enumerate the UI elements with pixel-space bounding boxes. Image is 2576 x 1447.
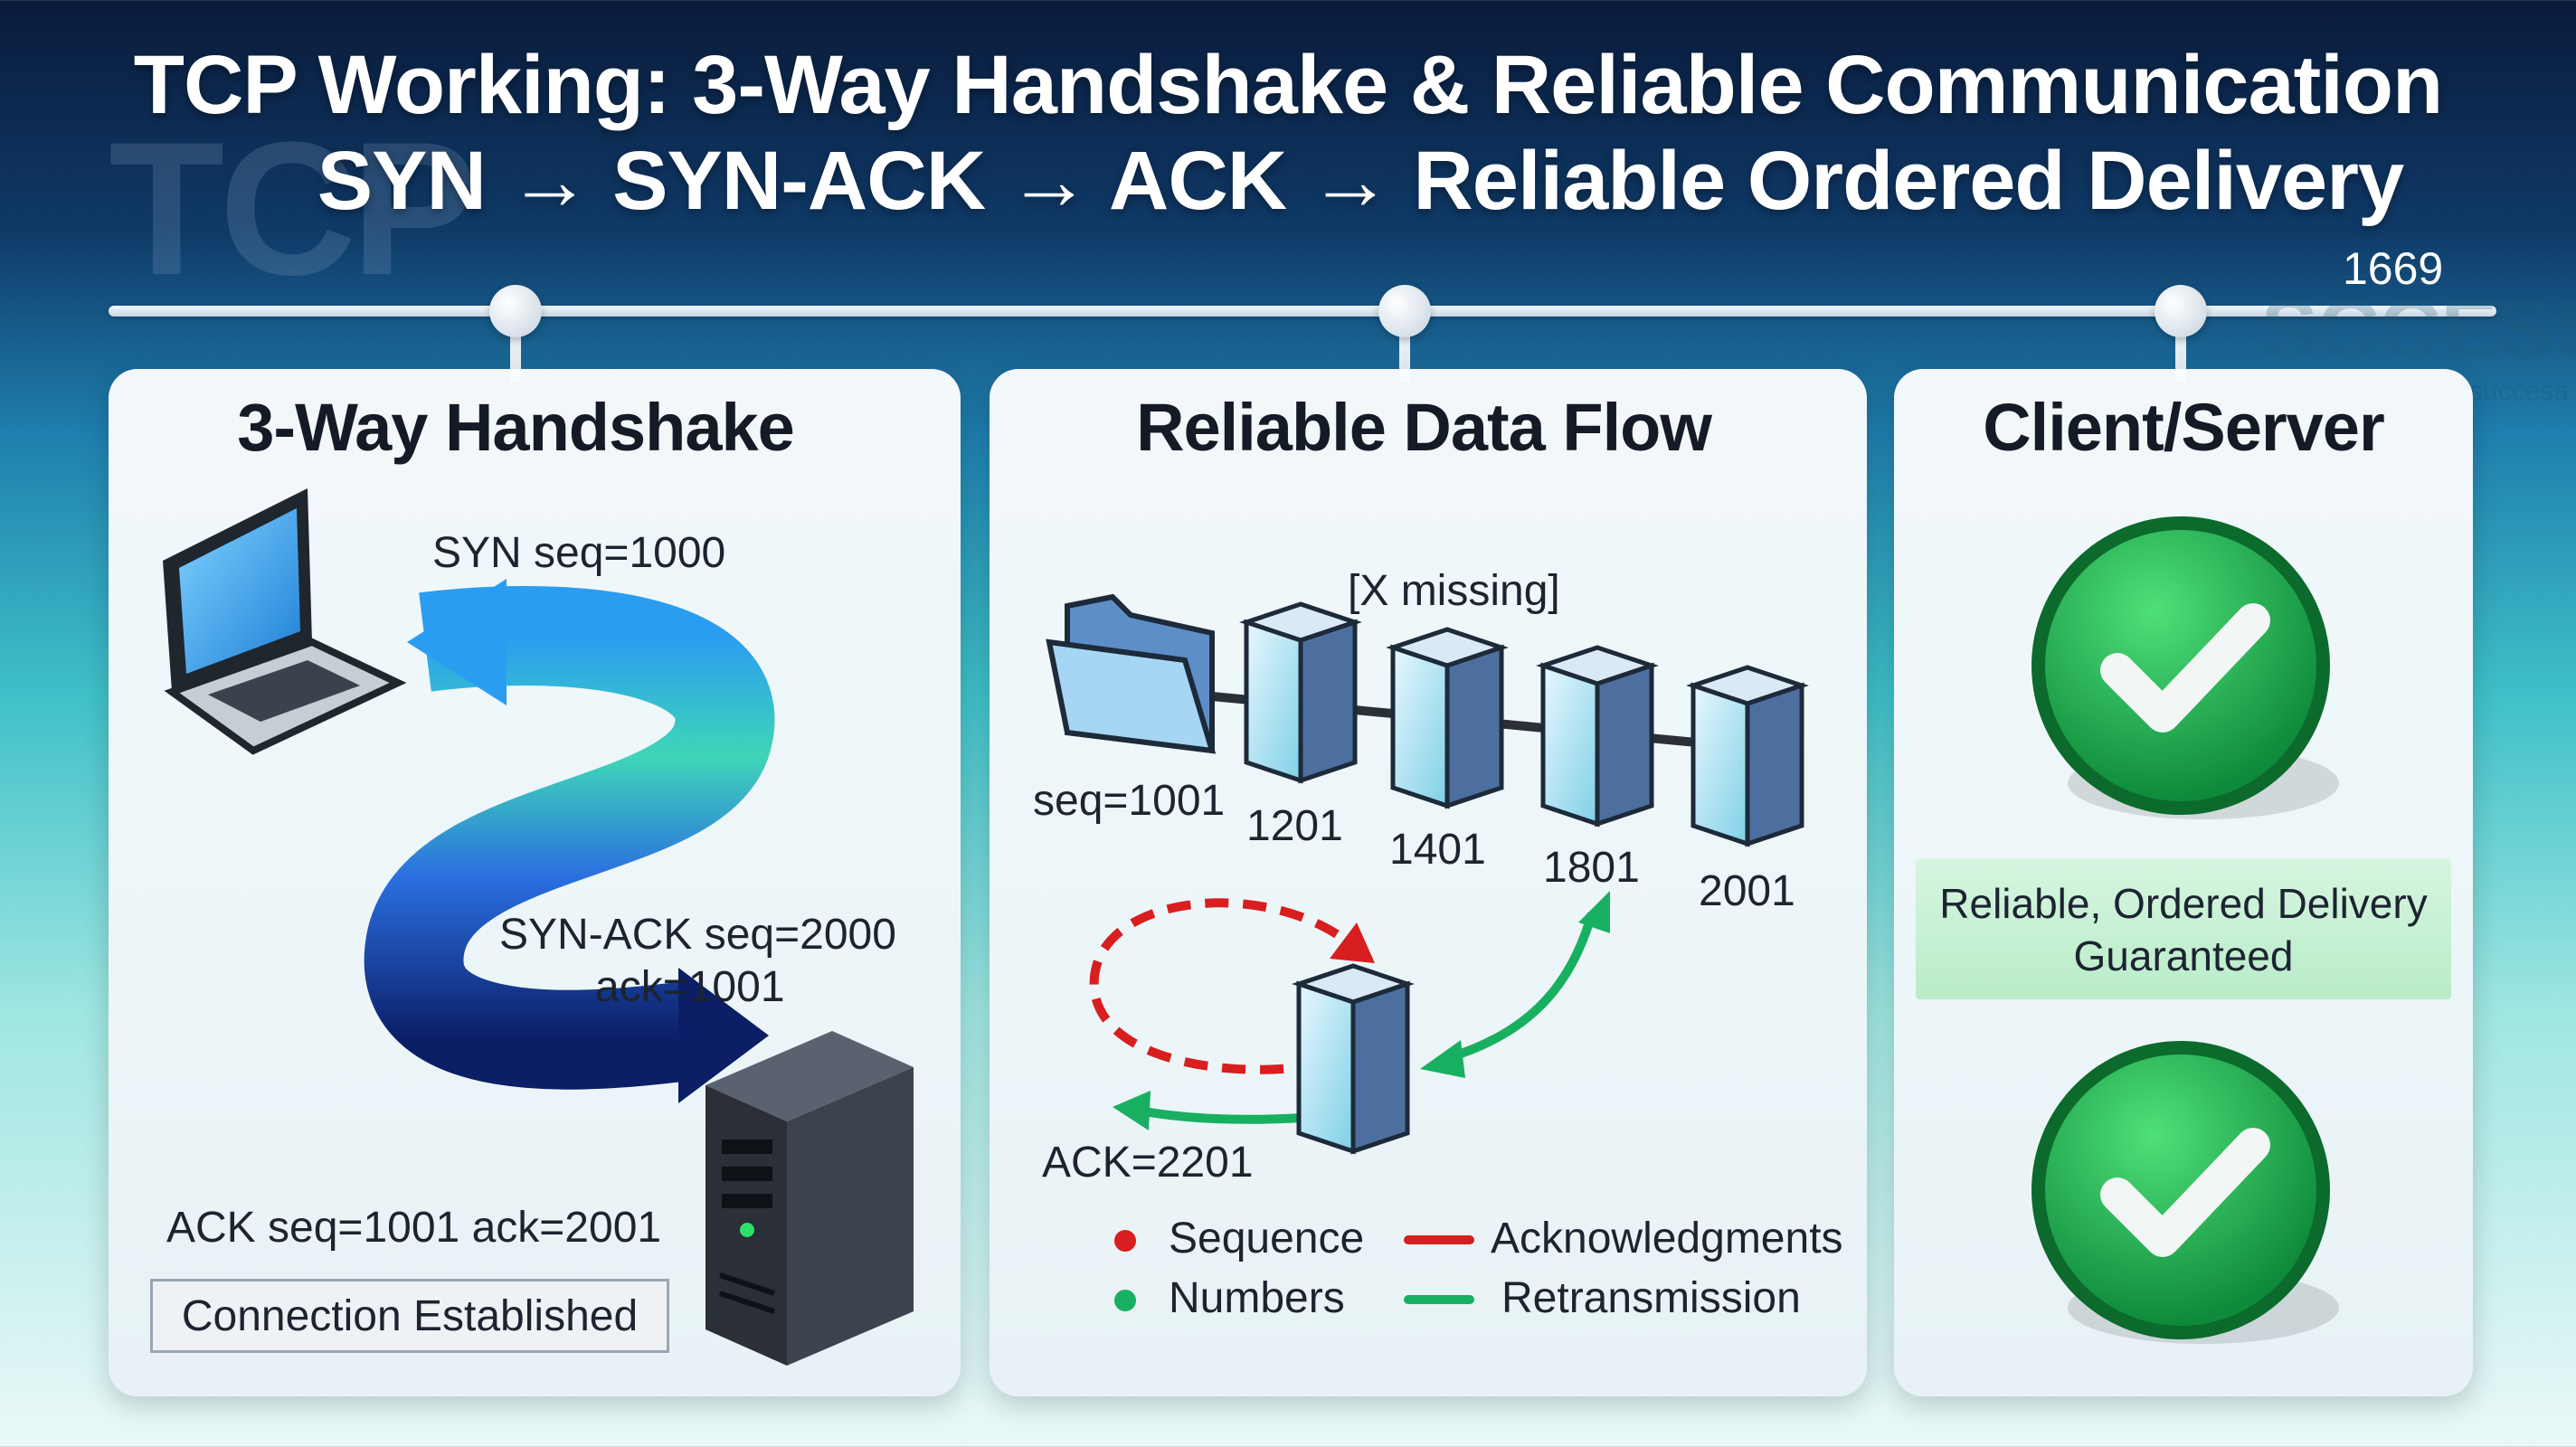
segment-1201 bbox=[1239, 601, 1362, 784]
legend-line-green bbox=[1404, 1295, 1474, 1304]
laptop-icon bbox=[163, 488, 407, 755]
segment-label-1: seq=1001 bbox=[1033, 777, 1226, 825]
dataflow-title: Reliable Data Flow bbox=[1136, 390, 1712, 465]
folder-icon bbox=[1046, 593, 1217, 754]
synack-label: SYN-ACK seq=2000 bbox=[499, 911, 896, 959]
ghost-success-small: succesa bbox=[2469, 376, 2570, 406]
retransmit-segment bbox=[1292, 963, 1415, 1155]
connection-established-box: Connection Established bbox=[150, 1279, 669, 1353]
handshake-title: 3-Way Handshake bbox=[237, 390, 795, 465]
segment-label-5: 2001 bbox=[1699, 867, 1795, 915]
ghost-success-text: SCCESS bbox=[2261, 281, 2576, 376]
page-title: TCP Working: 3-Way Handshake & Reliable … bbox=[133, 39, 2443, 131]
segment-label-4: 1801 bbox=[1543, 844, 1640, 892]
legend-dot-red bbox=[1114, 1230, 1136, 1252]
timeline-node-dataflow bbox=[1378, 285, 1431, 337]
synack-ack-label: ack=1001 bbox=[595, 963, 785, 1011]
delivery-line-2: Guaranteed bbox=[2073, 932, 2294, 979]
legend-acknowledgments-label: Acknowledgments bbox=[1491, 1215, 1843, 1263]
timeline-node-handshake bbox=[489, 285, 542, 337]
timeline-bar bbox=[109, 306, 2496, 317]
ack-label: ACK seq=1001 ack=2001 bbox=[166, 1204, 662, 1252]
segment-1801 bbox=[1536, 645, 1659, 828]
page-subtitle: SYN → SYN-ACK → ACK → Reliable Ordered D… bbox=[317, 135, 2404, 227]
missing-label: [X missing] bbox=[1348, 567, 1560, 615]
legend-line-red bbox=[1404, 1235, 1474, 1244]
legend-numbers-label: Numbers bbox=[1169, 1274, 1345, 1322]
legend-dot-green bbox=[1114, 1290, 1136, 1311]
legend-sequence-label: Sequence bbox=[1169, 1215, 1365, 1263]
retransmit-diagram bbox=[1089, 891, 1610, 1130]
counter-label: 1669 bbox=[2343, 243, 2444, 294]
segment-1401 bbox=[1386, 627, 1509, 809]
server-tower-icon bbox=[706, 1031, 914, 1366]
ack-2201-label: ACK=2201 bbox=[1042, 1139, 1254, 1187]
segment-2001 bbox=[1686, 665, 1809, 847]
check-circle-icon bbox=[2031, 1041, 2339, 1344]
check-circle-icon bbox=[2031, 516, 2339, 819]
syn-label: SYN seq=1000 bbox=[432, 529, 726, 577]
delivery-guaranteed-box: Reliable, Ordered Delivery Guaranteed bbox=[1916, 859, 2451, 999]
segment-label-3: 1401 bbox=[1389, 826, 1486, 874]
clientserver-title: Client/Server bbox=[1983, 390, 2385, 465]
legend-retransmission-label: Retransmission bbox=[1501, 1274, 1801, 1322]
tcp-watermark: TCP bbox=[109, 102, 478, 315]
delivery-line-1: Reliable, Ordered Delivery bbox=[1939, 879, 2428, 927]
segment-label-2: 1201 bbox=[1246, 802, 1343, 850]
dataflow-panel bbox=[990, 369, 1867, 1396]
handshake-ribbon-arrow bbox=[364, 579, 775, 1103]
timeline-node-clientserver bbox=[2155, 285, 2207, 337]
